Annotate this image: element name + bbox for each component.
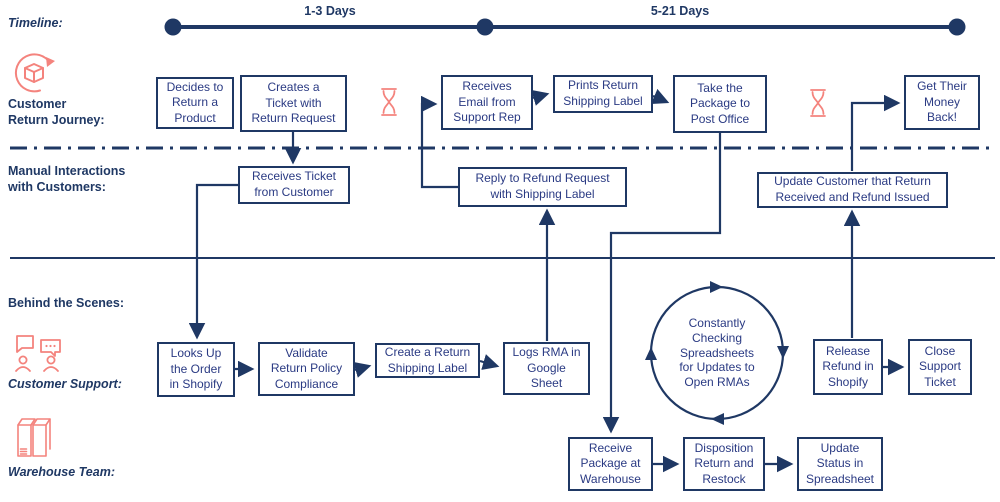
node-creates-a-ticket-with-return-request: Creates a Ticket with Return Request	[240, 75, 347, 132]
hourglass-icon	[810, 89, 826, 117]
node-decides-to-return-a-product: Decides to Return a Product	[156, 77, 234, 129]
node-receives-email-from-support-rep: Receives Email from Support Rep	[441, 75, 533, 130]
flow-arrows	[188, 88, 905, 473]
node-disposition-return-and-restock: Disposition Return and Restock	[683, 437, 765, 491]
node-validate-return-policy-compliance: Validate Return Policy Compliance	[258, 342, 355, 396]
hourglass-icon	[381, 88, 397, 116]
connector	[531, 89, 550, 106]
lane-label-customer-support: Customer Support:	[8, 377, 122, 391]
connector	[479, 354, 500, 370]
node-update-customer-return-received-refund-issued: Update Customer that Return Received and…	[757, 172, 948, 208]
node-prints-return-shipping-label: Prints Return Shipping Label	[553, 75, 653, 113]
node-update-status-in-spreadsheet: Update Status in Spreadsheet	[797, 437, 883, 491]
timeline-segment-1-label: 1-3 Days	[304, 4, 356, 18]
lane-label-manual-interactions: Manual Interactions with Customers:	[8, 164, 126, 194]
lane-label-behind-the-scenes: Behind the Scenes:	[8, 296, 124, 310]
cycle-constantly-checking-spreadsheets: Constantly Checking Spreadsheets for Upd…	[679, 316, 755, 389]
node-take-the-package-to-post-office: Take the Package to Post Office	[673, 75, 767, 133]
node-looks-up-the-order-in-shopify: Looks Up the Order in Shopify	[157, 342, 235, 397]
node-receives-ticket-from-customer: Receives Ticket from Customer	[238, 166, 350, 204]
lane-label-warehouse-team: Warehouse Team:	[8, 465, 115, 479]
timeline-label: Timeline:	[8, 16, 63, 30]
connector	[420, 95, 458, 189]
timeline-segment-2-label: 5-21 Days	[650, 4, 710, 18]
connector	[188, 183, 238, 340]
support-chat-icon	[15, 335, 61, 372]
cycle-circle	[645, 281, 789, 425]
connector	[602, 133, 722, 434]
connector	[650, 88, 670, 105]
package-return-icon	[14, 53, 55, 93]
connector	[353, 361, 372, 378]
warehouse-boxes-icon	[17, 418, 51, 457]
node-release-refund-in-shopify: Release Refund in Shopify	[813, 339, 883, 395]
lane-label-customer-return-journey: Customer Return Journey:	[8, 97, 105, 127]
node-reply-to-refund-request-with-shipping-label: Reply to Refund Request with Shipping La…	[458, 167, 627, 207]
timeline-line	[164, 18, 966, 36]
node-create-a-return-shipping-label: Create a Return Shipping Label	[375, 343, 480, 378]
node-close-support-ticket: Close Support Ticket	[908, 339, 972, 395]
node-get-their-money-back: Get Their Money Back!	[904, 75, 980, 130]
node-receive-package-at-warehouse: Receive Package at Warehouse	[568, 437, 653, 491]
node-logs-rma-in-google-sheet: Logs RMA in Google Sheet	[503, 342, 590, 395]
connector	[850, 94, 901, 171]
